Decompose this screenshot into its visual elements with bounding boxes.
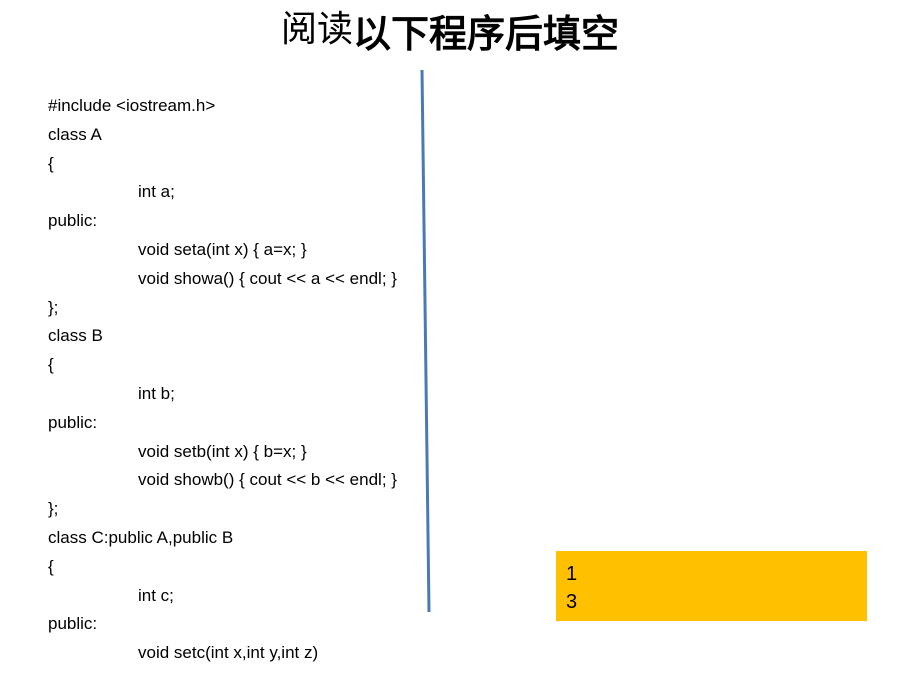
title-light-text: 阅读 — [280, 9, 353, 50]
code-line: { — [48, 556, 54, 576]
code-line: public: — [48, 211, 98, 231]
code-line: { — [48, 153, 54, 173]
code-line: { — [48, 355, 54, 375]
code-line: class B — [48, 326, 103, 346]
divider-stroke — [420, 69, 431, 613]
slide-title: 阅读以下程序后填空 — [0, 8, 900, 58]
code-line: class A — [48, 124, 102, 144]
code-line: void setc(int x,int y,int z) — [138, 643, 319, 663]
answer-line: 3 — [566, 591, 578, 613]
code-line: class C:public A,public B — [48, 527, 234, 547]
code-line: void showb() { cout << b << endl; } — [138, 470, 397, 490]
code-line: void showa() { cout << a << endl; } — [138, 268, 397, 288]
code-block: #include <iostream.h> class A { int a; publi… — [48, 92, 397, 668]
code-line: void setb(int x) { b=x; } — [138, 441, 307, 461]
code-line: public: — [48, 412, 98, 432]
code-line: }; — [48, 499, 59, 519]
code-line: void seta(int x) { a=x; } — [138, 239, 307, 259]
code-line: int b; — [138, 383, 175, 403]
title-bold-text: 以下程序后填空 — [353, 12, 620, 56]
code-line: public: — [48, 614, 98, 634]
code-line: int c; — [138, 585, 174, 605]
answer-line: 1 — [566, 563, 578, 585]
code-line: #include <iostream.h> — [48, 96, 216, 115]
code-line: int a; — [138, 182, 175, 202]
code-line: }; — [48, 297, 59, 317]
